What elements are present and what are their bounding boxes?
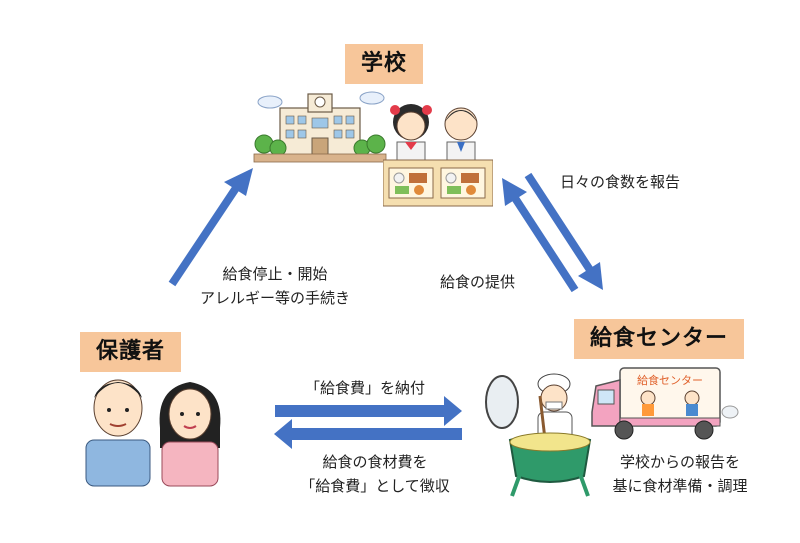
children-on-truck-icon — [640, 390, 700, 416]
father-icon — [85, 379, 151, 487]
parents-illustration — [85, 379, 221, 487]
girl-student-icon — [390, 104, 432, 163]
arrow-parents-to-school — [168, 168, 253, 287]
caption-center-to-school: 給食の提供 — [440, 273, 516, 291]
caption-school-to-center: 日々の食数を報告 — [560, 173, 681, 191]
arrow-center-to-parents — [274, 419, 462, 449]
arrow-school-to-center — [524, 172, 603, 290]
school-label: 学校 — [345, 44, 424, 84]
arrow-center-to-school — [502, 178, 579, 293]
lunch-tray-icon — [388, 167, 434, 199]
caption-center-note: 学校からの報告を 基に食材準備・調理 — [612, 453, 748, 495]
truck-sign-text: 給食センター — [637, 373, 703, 387]
caption-parents-to-center: 「給食費」を納付 — [304, 379, 425, 397]
boy-student-icon — [444, 107, 478, 163]
school-building-illustration — [253, 91, 387, 163]
lunch-tray-icon — [440, 167, 486, 199]
delivery-truck-illustration: 給食センター — [591, 367, 739, 440]
center-label: 給食センター — [574, 319, 745, 359]
mother-icon — [159, 382, 221, 487]
arrow-parents-to-center — [275, 396, 462, 426]
students-lunch-illustration — [383, 104, 493, 207]
caption-parents-to-school: 給食停止・開始 アレルギー等の手続き — [199, 265, 350, 307]
parents-label: 保護者 — [80, 332, 182, 372]
caption-center-to-parents: 給食の食材費を 「給食費」として徴収 — [300, 453, 450, 495]
kitchen-cook-illustration — [485, 373, 592, 497]
